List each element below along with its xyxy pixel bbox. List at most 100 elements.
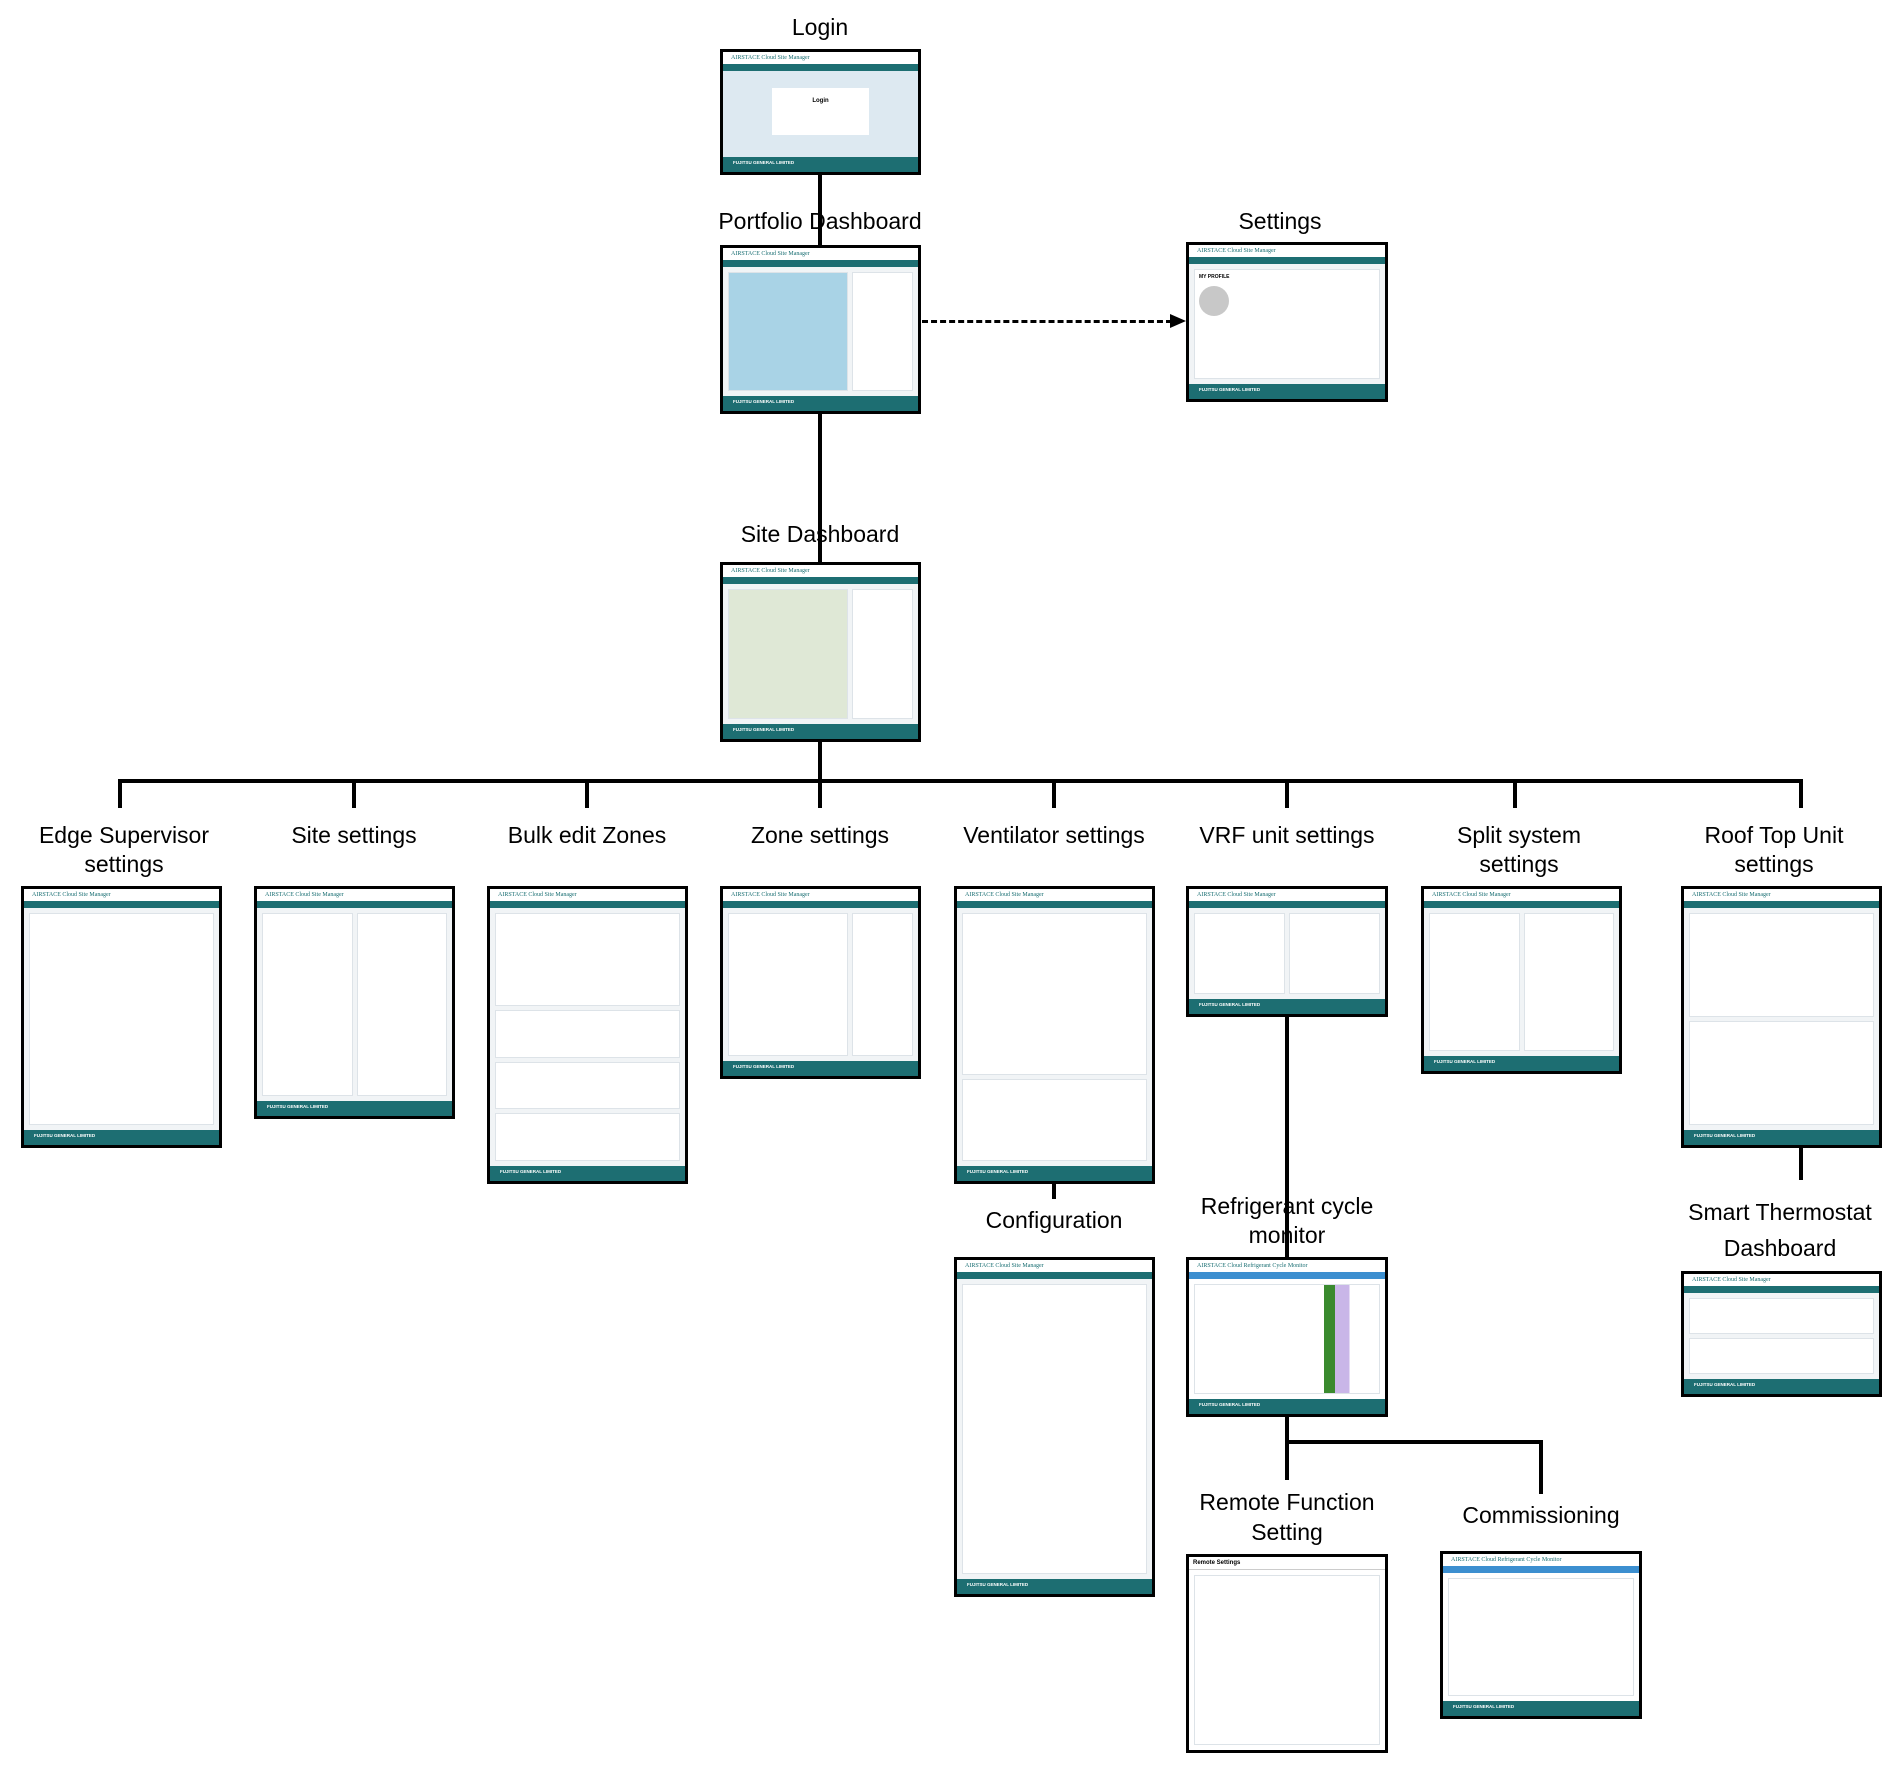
label-vrf: VRF unit settings xyxy=(1199,822,1375,848)
app-title: AIRSTACE Cloud Site Manager xyxy=(1197,892,1276,898)
thumb-body xyxy=(1189,908,1385,999)
thumbnail-vrf[interactable]: AIRSTACE Cloud Site Manager FUJITSU GENE… xyxy=(1186,886,1388,1017)
thumbnail-site-dashboard[interactable]: AIRSTACE Cloud Site Manager FUJITSU GENE… xyxy=(720,562,921,742)
card xyxy=(1448,1578,1634,1696)
thumbnail-commissioning[interactable]: AIRSTACE Cloud Refrigerant Cycle Monitor… xyxy=(1440,1551,1642,1719)
footer: FUJITSU GENERAL LIMITED xyxy=(490,1166,685,1181)
label-line: Edge Supervisor xyxy=(38,822,210,848)
label-site-dashboard: Site Dashboard xyxy=(740,521,900,547)
nav-bar xyxy=(1684,901,1879,908)
label-line: Dashboard xyxy=(1723,1235,1837,1261)
app-title: AIRSTACE Cloud Site Manager xyxy=(1432,892,1511,898)
card xyxy=(495,913,680,1007)
app-title: AIRSTACE Cloud Site Manager xyxy=(731,251,810,257)
thumb-body xyxy=(490,908,685,1166)
app-title: AIRSTACE Cloud Site Manager xyxy=(265,892,344,898)
nav-bar xyxy=(24,901,219,908)
nav-bar xyxy=(1684,1286,1879,1293)
connector-site-bus xyxy=(818,741,822,783)
connector-vrf-refrigerant xyxy=(1285,1016,1289,1257)
footer: FUJITSU GENERAL LIMITED xyxy=(723,1061,918,1076)
drop-rtu xyxy=(1799,779,1803,808)
label-configuration: Configuration xyxy=(985,1207,1123,1233)
thumbnail-portfolio[interactable]: AIRSTACE Cloud Site Manager FUJITSU GENE… xyxy=(720,245,921,414)
card xyxy=(962,1284,1147,1574)
thumbnail-zone-settings[interactable]: AIRSTACE Cloud Site Manager FUJITSU GENE… xyxy=(720,886,921,1079)
footer: FUJITSU GENERAL LIMITED xyxy=(957,1166,1152,1181)
thumb-body xyxy=(723,908,918,1061)
drop-edge xyxy=(118,779,122,808)
connector-commissioning xyxy=(1539,1440,1543,1494)
profile-card: MY PROFILE xyxy=(1194,269,1380,379)
thumb-body xyxy=(1424,908,1619,1056)
thumbnail-smart-thermostat[interactable]: AIRSTACE Cloud Site Manager FUJITSU GENE… xyxy=(1681,1271,1882,1397)
card xyxy=(495,1061,680,1110)
card xyxy=(852,589,913,719)
app-title: AIRSTACE Cloud Site Manager xyxy=(731,892,810,898)
connector-portfolio-site xyxy=(818,413,822,562)
footer: FUJITSU GENERAL LIMITED xyxy=(1684,1130,1879,1145)
thumb-body xyxy=(1189,1279,1385,1399)
footer: FUJITSU GENERAL LIMITED xyxy=(723,157,918,172)
thumb-body xyxy=(1684,908,1879,1130)
drop-site-settings xyxy=(352,779,356,808)
footer: FUJITSU GENERAL LIMITED xyxy=(1189,999,1385,1014)
drop-ventilator xyxy=(1052,779,1056,808)
thumbnail-remote-function[interactable]: Remote Settings xyxy=(1186,1554,1388,1753)
card xyxy=(852,913,913,1056)
footer: FUJITSU GENERAL LIMITED xyxy=(1443,1701,1639,1716)
card xyxy=(1523,913,1614,1051)
thumb-body xyxy=(1189,1570,1385,1750)
thumbnail-site-settings[interactable]: AIRSTACE Cloud Site Manager FUJITSU GENE… xyxy=(254,886,455,1119)
nav-tabs xyxy=(1443,1566,1639,1573)
nav-bar xyxy=(1189,1272,1385,1279)
card xyxy=(962,1079,1147,1161)
thumbnail-login[interactable]: AIRSTACE Cloud Site Manager Login FUJITS… xyxy=(720,49,921,175)
label-line: Setting xyxy=(1251,1519,1323,1545)
connector-login-portfolio xyxy=(818,174,822,245)
app-title: AIRSTACE Cloud Site Manager xyxy=(965,1263,1044,1269)
footer: FUJITSU GENERAL LIMITED xyxy=(957,1579,1152,1594)
footer: FUJITSU GENERAL LIMITED xyxy=(723,724,918,739)
nav-bar xyxy=(1424,901,1619,908)
thumbnail-bulk-edit[interactable]: AIRSTACE Cloud Site Manager FUJITSU GENE… xyxy=(487,886,688,1184)
profile-heading: MY PROFILE xyxy=(1199,274,1230,280)
thumbnail-rtu[interactable]: AIRSTACE Cloud Site Manager FUJITSU GENE… xyxy=(1681,886,1882,1148)
footer: FUJITSU GENERAL LIMITED xyxy=(1424,1056,1619,1071)
thumbnail-ventilator[interactable]: AIRSTACE Cloud Site Manager FUJITSU GENE… xyxy=(954,886,1155,1184)
label-line: Roof Top Unit xyxy=(1704,822,1844,848)
thumbnail-split[interactable]: AIRSTACE Cloud Site Manager FUJITSU GENE… xyxy=(1421,886,1622,1074)
avatar xyxy=(1199,286,1229,316)
thumb-body xyxy=(957,1279,1152,1579)
thumb-body xyxy=(723,584,918,724)
arrowhead-icon xyxy=(1170,314,1186,328)
label-commissioning: Commissioning xyxy=(1462,1502,1620,1528)
thumb-body xyxy=(257,908,452,1101)
card xyxy=(1429,913,1520,1051)
thumbnail-edge-supervisor[interactable]: AIRSTACE Cloud Site Manager FUJITSU GENE… xyxy=(21,886,222,1148)
card xyxy=(1689,1338,1874,1374)
app-title: AIRSTACE Cloud Site Manager xyxy=(965,892,1044,898)
card xyxy=(962,913,1147,1075)
nav-bar xyxy=(723,577,918,584)
thumbnail-configuration[interactable]: AIRSTACE Cloud Site Manager FUJITSU GENE… xyxy=(954,1257,1155,1597)
thumbnail-settings[interactable]: AIRSTACE Cloud Site Manager MY PROFILE F… xyxy=(1186,242,1388,402)
drop-split xyxy=(1513,779,1517,808)
thumb-body xyxy=(723,267,918,396)
thumb-body: MY PROFILE xyxy=(1189,264,1385,384)
connector-bus xyxy=(118,779,1803,783)
map xyxy=(728,272,848,391)
thumb-body xyxy=(1443,1573,1639,1701)
app-title: AIRSTACE Cloud Site Manager xyxy=(731,55,810,61)
drop-zone xyxy=(818,779,822,808)
thumbnail-refrigerant[interactable]: AIRSTACE Cloud Refrigerant Cycle Monitor… xyxy=(1186,1257,1388,1417)
card xyxy=(29,913,214,1125)
app-title: AIRSTACE Cloud Site Manager xyxy=(1692,892,1771,898)
label-line: settings xyxy=(1479,851,1559,877)
label-bulk-edit: Bulk edit Zones xyxy=(507,822,667,848)
nav-bar xyxy=(490,901,685,908)
